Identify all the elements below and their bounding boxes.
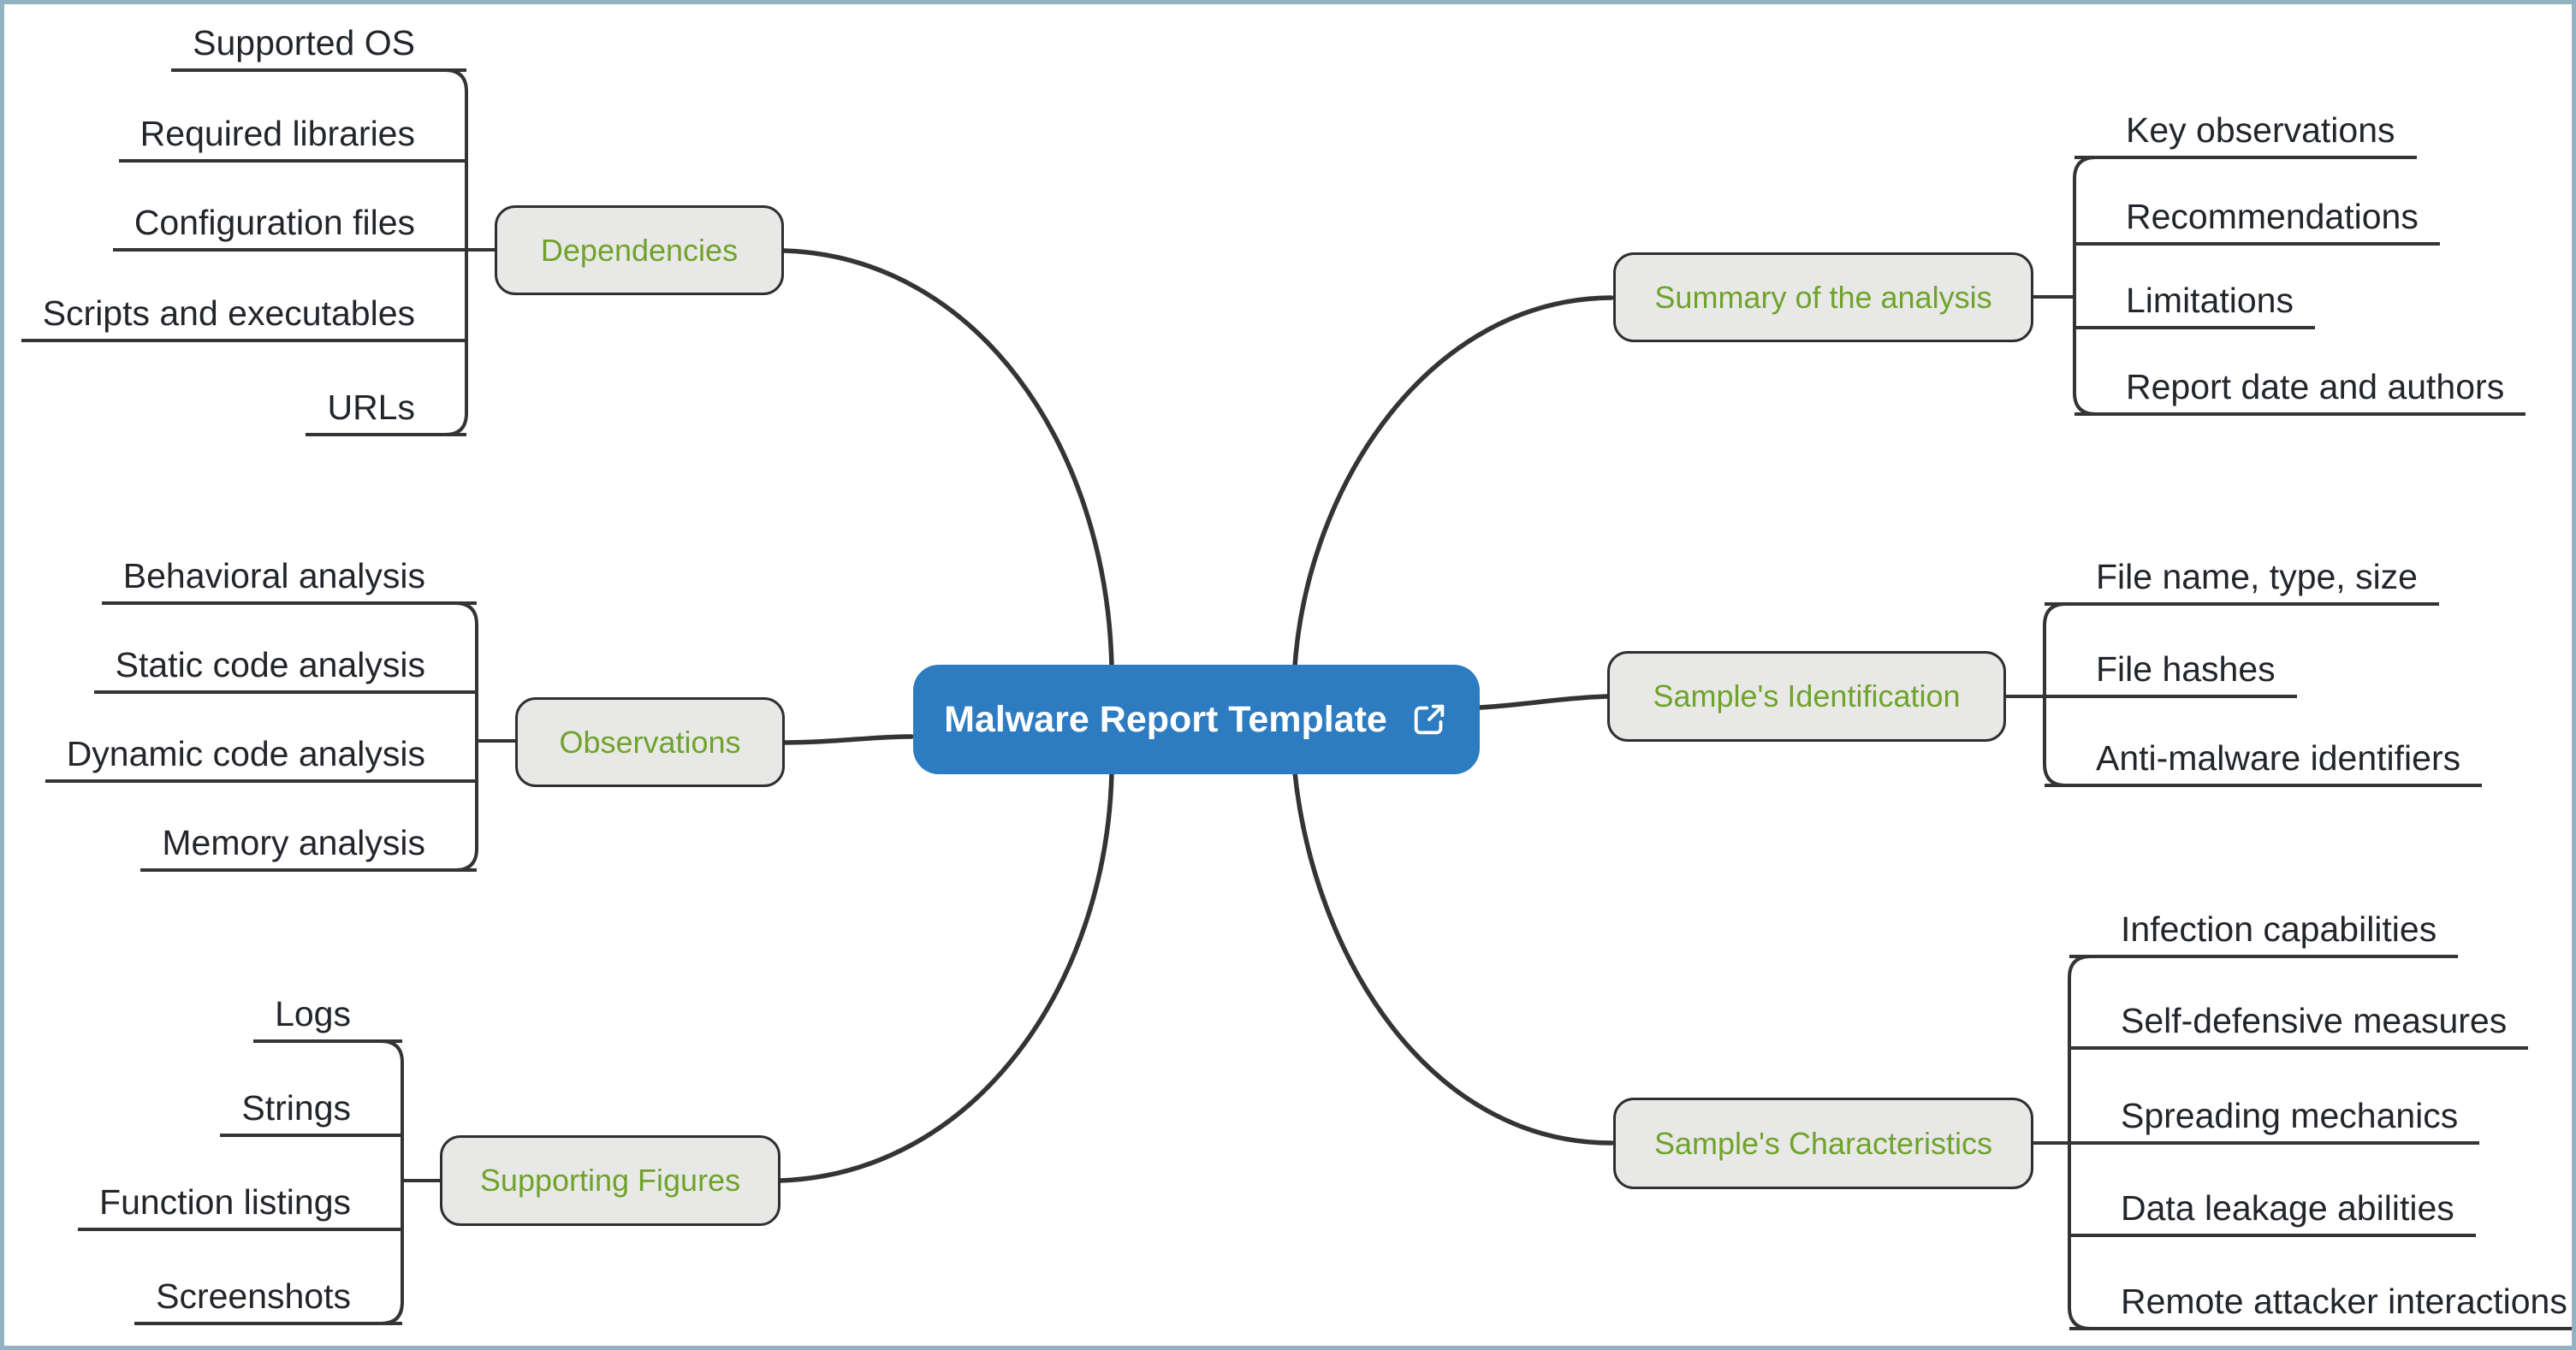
edge-summary — [1292, 295, 1614, 669]
edge-characteristics — [1292, 770, 1614, 1146]
edge-identification — [1477, 694, 1610, 710]
leaf-anti-malware-identifiers: Anti-malware identifiers — [2045, 739, 2483, 787]
branch-node-summary: Summary of the analysis — [1613, 252, 2033, 342]
branch-label-summary: Summary of the analysis — [1654, 279, 1992, 315]
leaf-configuration-files: Configuration files — [112, 204, 466, 252]
leaf-urls: URLs — [306, 388, 466, 436]
leaf-recommendations: Recommendations — [2074, 198, 2440, 246]
leaf-memory-analysis: Memory analysis — [140, 824, 477, 872]
leaf-logs: Logs — [253, 995, 402, 1043]
edge-observations — [780, 734, 914, 745]
leaf-file-name-type-size: File name, type, size — [2045, 558, 2439, 606]
branch-node-identification: Sample's Identification — [1607, 651, 2006, 742]
center-node[interactable]: Malware Report Template — [913, 665, 1480, 774]
spine-observations — [454, 601, 478, 872]
leaf-file-hashes: File hashes — [2045, 650, 2297, 698]
spine-summary — [2073, 156, 2098, 416]
center-node-label: Malware Report Template — [944, 698, 1387, 740]
branch-node-supporting-figures: Supporting Figures — [440, 1135, 781, 1226]
leaf-screenshots: Screenshots — [134, 1277, 402, 1325]
branch-node-observations: Observations — [515, 697, 785, 787]
leaf-strings: Strings — [220, 1089, 402, 1137]
branch-node-characteristics: Sample's Characteristics — [1613, 1098, 2033, 1189]
edge-supporting-figures — [778, 770, 1114, 1183]
leaf-behavioral-analysis: Behavioral analysis — [101, 557, 477, 605]
external-link-icon — [1410, 700, 1449, 739]
leaf-data-leakage-abilities: Data leakage abilities — [2069, 1189, 2476, 1237]
branch-label-characteristics: Sample's Characteristics — [1654, 1125, 1992, 1161]
leaf-function-listings: Function listings — [78, 1183, 402, 1231]
spine-dependencies — [443, 68, 468, 436]
branch-node-dependencies: Dependencies — [495, 205, 784, 295]
edge-dependencies — [781, 248, 1114, 669]
leaf-self-defensive-measures: Self-defensive measures — [2069, 1002, 2529, 1050]
leaf-supported-os: Supported OS — [171, 24, 466, 72]
branch-label-observations: Observations — [559, 724, 741, 760]
branch-label-dependencies: Dependencies — [540, 232, 739, 268]
leaf-dynamic-code-analysis: Dynamic code analysis — [45, 735, 477, 783]
branch-label-supporting-figures: Supporting Figures — [479, 1163, 741, 1198]
leaf-spreading-mechanics: Spreading mechanics — [2069, 1097, 2480, 1145]
branch-label-identification: Sample's Identification — [1653, 678, 1961, 713]
leaf-key-observations: Key observations — [2074, 111, 2417, 159]
leaf-limitations: Limitations — [2074, 281, 2315, 329]
leaf-remote-attacker-interactions: Remote attacker interactions — [2069, 1282, 2576, 1330]
leaf-infection-capabilities: Infection capabilities — [2069, 910, 2459, 958]
leaf-static-code-analysis: Static code analysis — [93, 646, 477, 694]
leaf-required-libraries: Required libraries — [118, 115, 466, 163]
leaf-scripts-and-executables: Scripts and executables — [21, 294, 466, 342]
leaf-report-date-and-authors: Report date and authors — [2074, 368, 2526, 416]
